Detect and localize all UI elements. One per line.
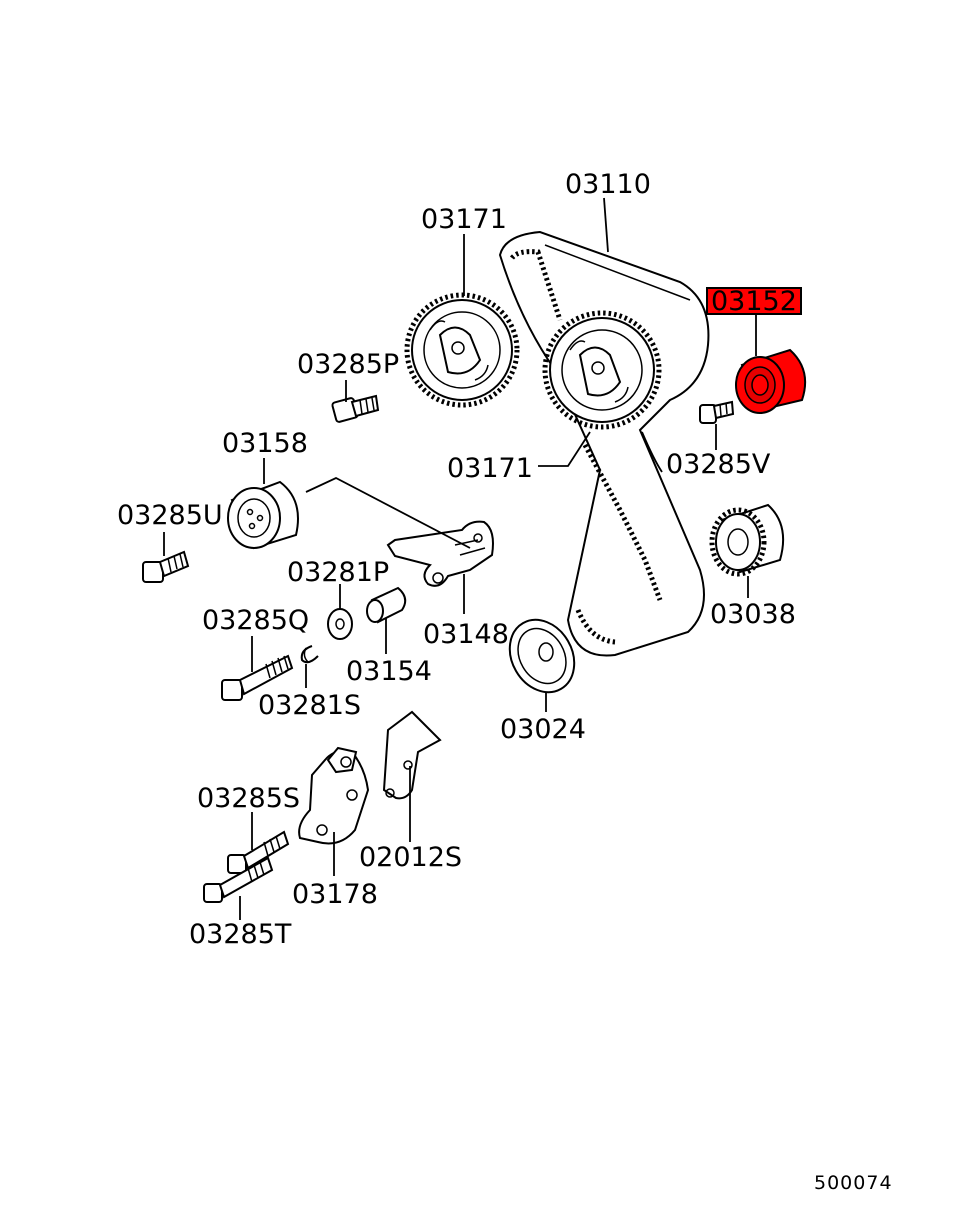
- label-03285v: 03285V: [666, 449, 771, 480]
- bolt-03285q[interactable]: [221, 654, 294, 701]
- leader-lines: [163, 197, 757, 920]
- label-03285p: 03285P: [297, 349, 399, 380]
- label-03281p: 03281P: [287, 557, 389, 588]
- label-03152-highlighted[interactable]: 03152: [711, 286, 797, 317]
- snap-ring-03281s[interactable]: [300, 645, 319, 664]
- camshaft-sprocket-right[interactable]: [542, 310, 662, 430]
- label-03110: 03110: [565, 169, 651, 200]
- idler-pulley-highlighted[interactable]: [735, 348, 806, 414]
- bolt-03285v[interactable]: [699, 400, 735, 424]
- label-03281s: 03281S: [258, 690, 361, 721]
- label-03171-top: 03171: [421, 204, 507, 235]
- bolt-03285p[interactable]: [331, 394, 380, 423]
- tensioner-pulley[interactable]: [227, 480, 299, 550]
- label-03285q: 03285Q: [202, 605, 309, 636]
- label-03171-mid: 03171: [447, 453, 533, 484]
- label-03038: 03038: [710, 599, 796, 630]
- label-03285s: 03285S: [197, 783, 300, 814]
- label-03178: 03178: [292, 879, 378, 910]
- label-02012s: 02012S: [359, 842, 462, 873]
- label-03285t: 03285T: [189, 919, 292, 950]
- figure-number: 500074: [814, 1172, 893, 1194]
- camshaft-sprocket-left[interactable]: [404, 292, 520, 408]
- tensioner-arm[interactable]: [386, 520, 494, 587]
- auto-tensioner[interactable]: [298, 746, 370, 845]
- label-03148: 03148: [423, 619, 509, 650]
- bolt-03285u[interactable]: [142, 550, 190, 583]
- spacer-03154[interactable]: [366, 586, 407, 624]
- highlight-box-03152[interactable]: [706, 287, 802, 315]
- label-03285u: 03285U: [117, 500, 223, 531]
- label-03024: 03024: [500, 714, 586, 745]
- washer-03281p[interactable]: [327, 608, 353, 640]
- crankshaft-sprocket[interactable]: [709, 503, 784, 577]
- bracket-02012s[interactable]: [382, 710, 442, 800]
- crankshaft-flange[interactable]: [497, 608, 587, 704]
- label-03158: 03158: [222, 428, 308, 459]
- bolt-03285t[interactable]: [203, 856, 274, 903]
- label-03154: 03154: [346, 656, 432, 687]
- bolt-03285s[interactable]: [227, 830, 290, 874]
- timing-belt[interactable]: [498, 230, 710, 657]
